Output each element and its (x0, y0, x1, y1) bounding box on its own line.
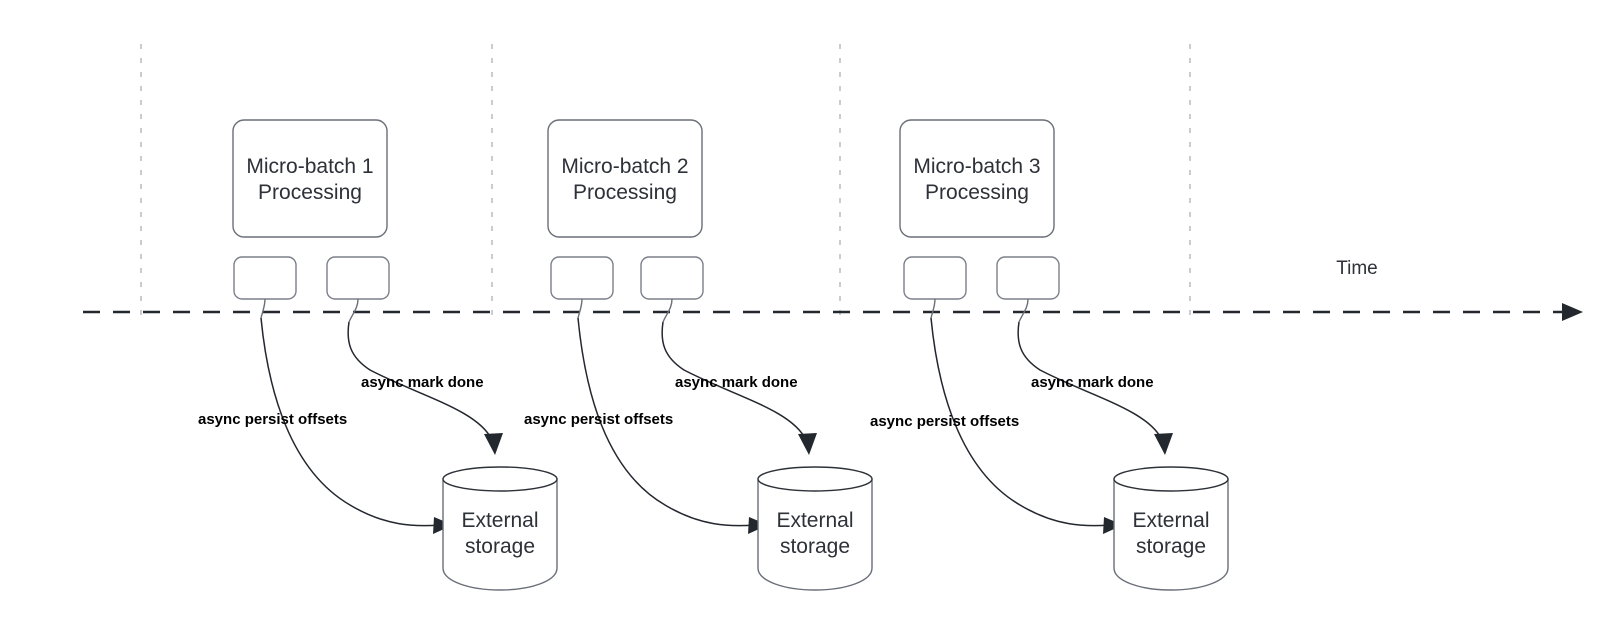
micro-batch-2-persist-offsets-label: async persist offsets (524, 411, 673, 428)
micro-batch-2-stem-right (662, 298, 673, 323)
micro-batch-2-persist-offsets-edge (577, 317, 756, 527)
batch-group-1: Micro-batch 1 Processing async persist o… (198, 119, 558, 591)
micro-batch-1-stem-left (260, 298, 266, 319)
micro-batch-1-mark-done-arrowhead-icon (484, 433, 503, 455)
micro-batch-1-persist-offsets-label: async persist offsets (198, 411, 347, 428)
micro-batch-3-processing-box[interactable]: Micro-batch 3 Processing (899, 119, 1055, 238)
micro-batch-3-stem-left (930, 298, 936, 319)
micro-batch-2-box-shape (547, 119, 703, 238)
micro-batch-1-mark-done-edge (347, 321, 493, 441)
micro-batch-1-title-line-2: Processing (258, 181, 362, 204)
micro-batch-3-stem-right (1018, 298, 1029, 323)
micro-batch-3-storage-top-icon (1113, 466, 1229, 492)
micro-batch-3-title-line-2: Processing (925, 181, 1029, 204)
micro-batch-2-title-line-1: Micro-batch 2 (561, 155, 688, 178)
micro-batch-2-task-box-left[interactable] (550, 256, 614, 300)
time-axis-label: Time (1336, 258, 1378, 279)
micro-batch-2-mark-done-edge (661, 321, 807, 441)
micro-batch-1-task-box-left[interactable] (233, 256, 297, 300)
micro-batch-1-external-storage[interactable]: External storage (442, 466, 558, 591)
micro-batch-3-storage-line-2: storage (1136, 535, 1206, 558)
grid-lines-group (140, 44, 1191, 322)
micro-batch-3-box-shape (899, 119, 1055, 238)
micro-batch-3-storage-body (1113, 478, 1229, 591)
micro-batch-3-storage-line-1: External (1132, 509, 1209, 532)
micro-batch-2-processing-box[interactable]: Micro-batch 2 Processing (547, 119, 703, 238)
micro-batch-2-storage-line-1: External (776, 509, 853, 532)
micro-batch-1-box-shape (232, 119, 388, 238)
micro-batch-1-processing-box[interactable]: Micro-batch 1 Processing (232, 119, 388, 238)
micro-batch-2-external-storage[interactable]: External storage (757, 466, 873, 591)
micro-batch-1-persist-offsets-edge (260, 317, 441, 527)
micro-batch-2-storage-body (757, 478, 873, 591)
micro-batch-2-storage-top-icon (757, 466, 873, 492)
micro-batch-2-stem-left (577, 298, 583, 319)
micro-batch-2-title-line-2: Processing (573, 181, 677, 204)
micro-batch-2-mark-done-label: async mark done (675, 374, 798, 391)
micro-batch-1-storage-top-icon (442, 466, 558, 492)
micro-batch-3-task-box-right[interactable] (996, 256, 1060, 300)
micro-batch-3-persist-offsets-label: async persist offsets (870, 413, 1019, 430)
micro-batch-3-task-box-left[interactable] (903, 256, 967, 300)
micro-batch-3-title-line-1: Micro-batch 3 (913, 155, 1040, 178)
micro-batch-1-storage-body (442, 478, 558, 591)
micro-batch-1-storage-line-2: storage (465, 535, 535, 558)
micro-batch-2-task-box-right[interactable] (640, 256, 704, 300)
time-axis-group: Time (83, 258, 1583, 321)
time-axis-arrowhead-icon (1562, 303, 1583, 321)
micro-batch-3-persist-offsets-arrowhead-icon (1103, 517, 1123, 534)
micro-batch-2-mark-done-arrowhead-icon (798, 433, 817, 455)
micro-batch-1-storage-line-1: External (461, 509, 538, 532)
batch-group-2: Micro-batch 2 Processing async persist o… (524, 119, 873, 591)
micro-batch-2-storage-line-2: storage (780, 535, 850, 558)
micro-batch-1-title-line-1: Micro-batch 1 (246, 155, 373, 178)
micro-batch-1-mark-done-label: async mark done (361, 374, 484, 391)
micro-batch-3-external-storage[interactable]: External storage (1113, 466, 1229, 591)
micro-batch-3-mark-done-label: async mark done (1031, 374, 1154, 391)
micro-batch-1-task-box-right[interactable] (326, 256, 390, 300)
batch-group-3: Micro-batch 3 Processing async persist o… (870, 119, 1229, 591)
micro-batch-3-mark-done-arrowhead-icon (1154, 433, 1173, 455)
micro-batch-3-mark-done-edge (1017, 321, 1163, 441)
micro-batch-1-stem-right (348, 298, 359, 323)
micro-batch-3-persist-offsets-edge (930, 317, 1111, 527)
